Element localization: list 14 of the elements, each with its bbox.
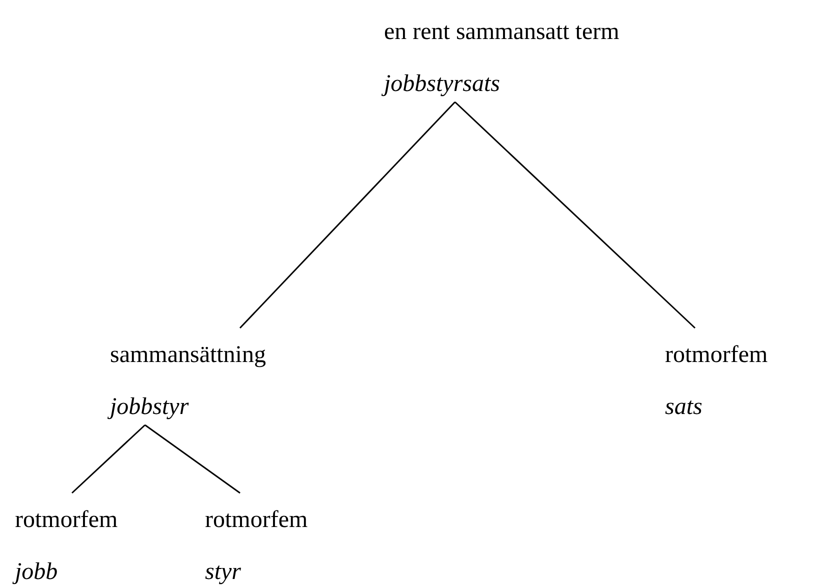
node-label: sammansättning <box>110 341 266 370</box>
node-label: rotmorfem <box>665 341 768 370</box>
node-label: rotmorfem <box>205 506 308 535</box>
example-word: jobbstyrsats <box>384 69 620 99</box>
example-word: sats <box>665 393 704 422</box>
tree-branch-line <box>144 424 240 494</box>
example-word: styr <box>205 558 242 587</box>
tree-branch-line <box>239 101 456 329</box>
example-word: jobb <box>15 557 118 587</box>
tree-branch-line <box>71 424 146 494</box>
tree-branch-line <box>454 101 696 329</box>
node-label: rotmorfem <box>15 506 118 535</box>
example-word: jobbstyr <box>110 392 266 422</box>
node-label: en rent sammansatt term <box>384 18 620 47</box>
